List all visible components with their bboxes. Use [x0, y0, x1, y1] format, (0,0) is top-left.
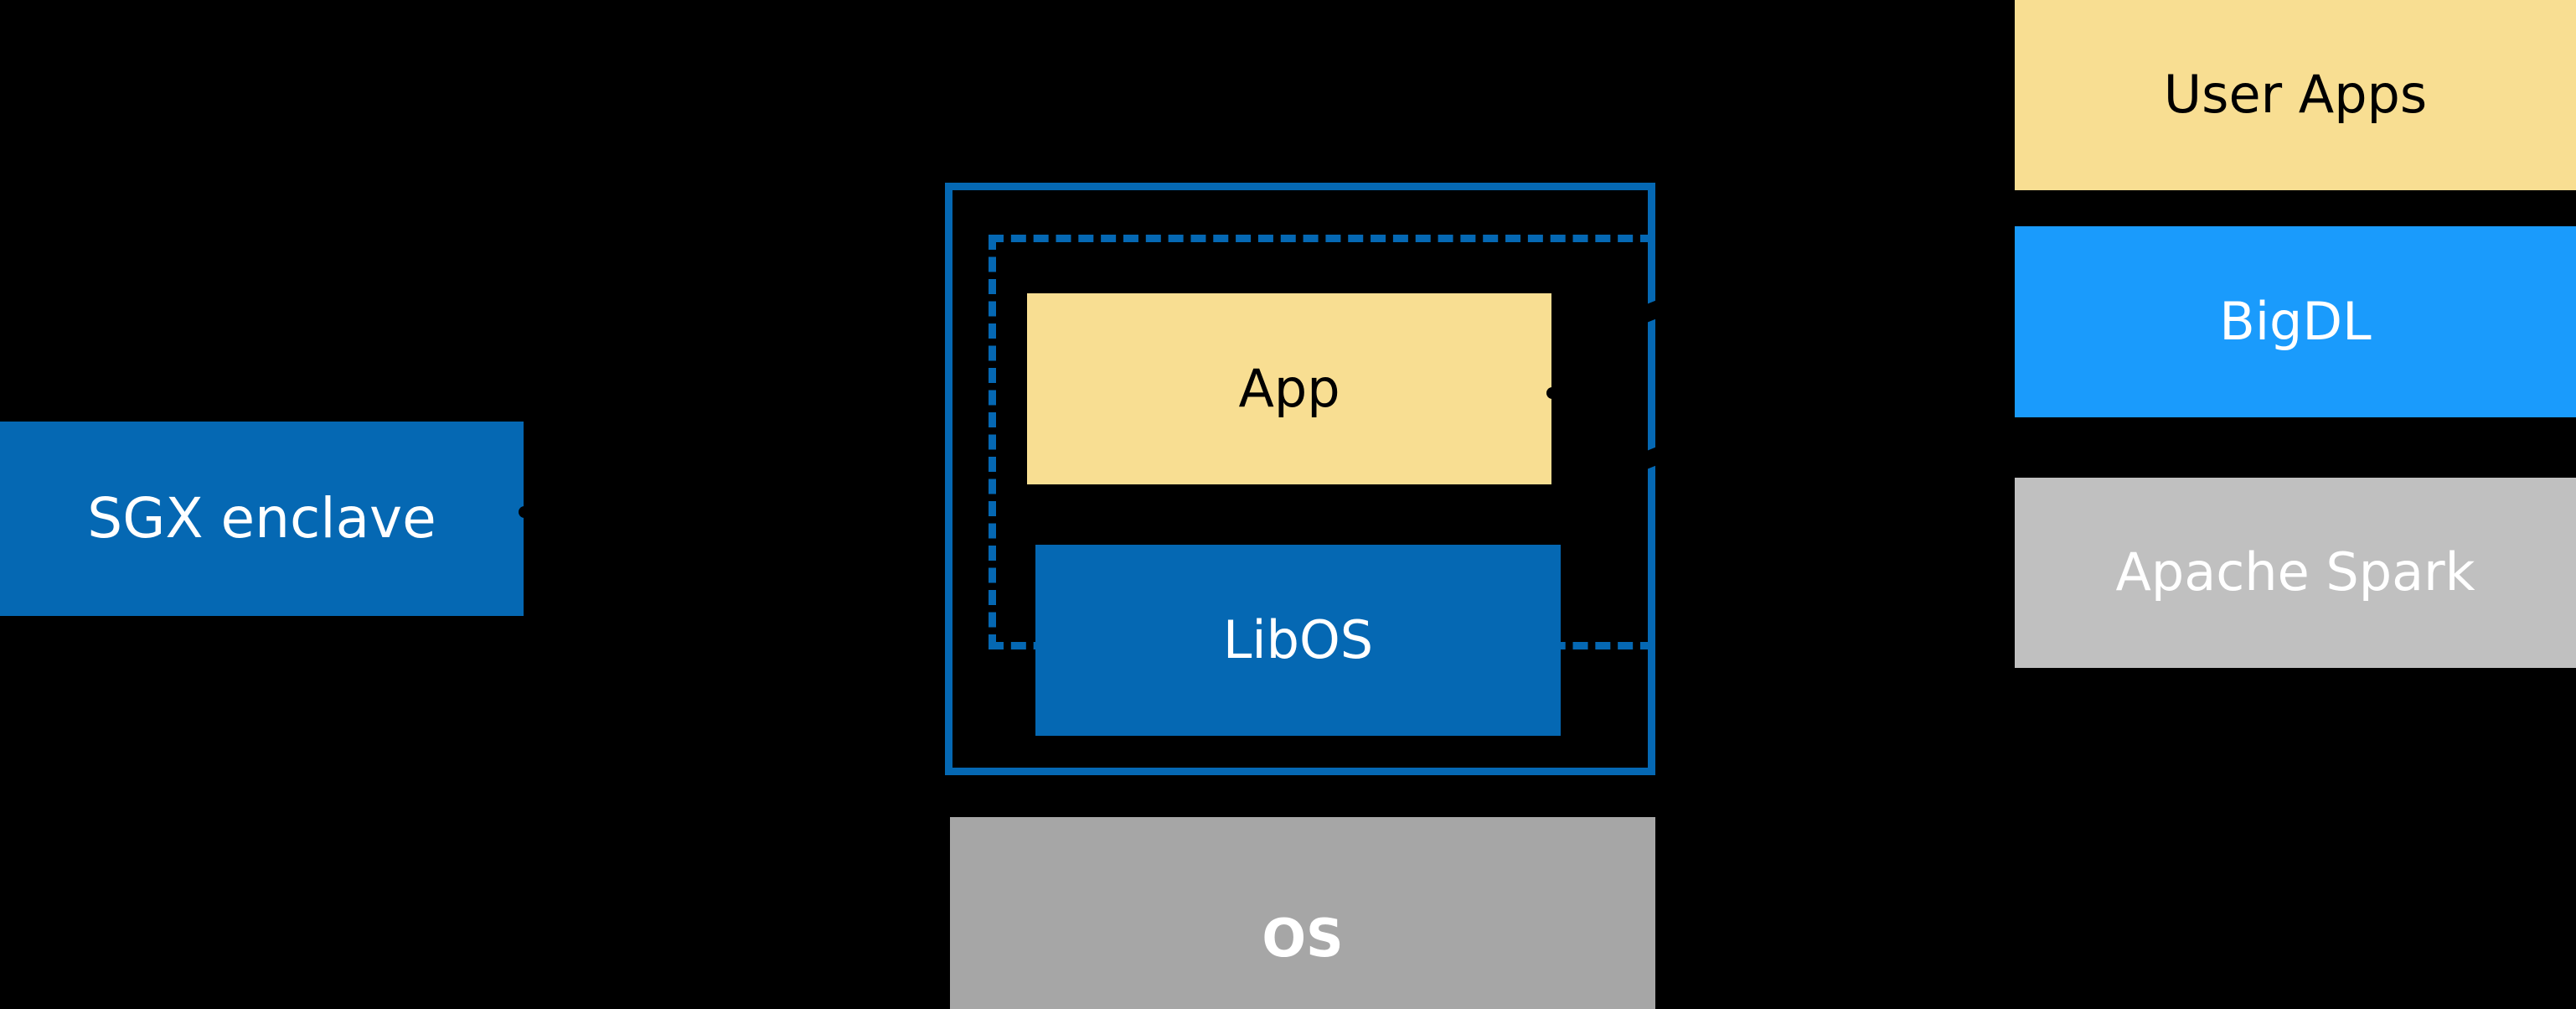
node-os-label: OS	[1262, 907, 1344, 969]
node-sgx-enclave: SGX enclave	[0, 422, 524, 616]
node-user-apps-label: User Apps	[2163, 64, 2428, 126]
node-sgx-enclave-label: SGX enclave	[87, 485, 436, 551]
node-apache-spark-label: Apache Spark	[2115, 541, 2475, 603]
node-bigdl: BigDL	[2015, 226, 2576, 417]
connector-stub-sgx-enclave	[519, 506, 530, 518]
node-user-apps: User Apps	[2015, 0, 2576, 190]
node-os: OS	[950, 817, 1655, 1009]
node-app-label: App	[1238, 357, 1340, 419]
node-libos-label: LibOS	[1222, 608, 1374, 670]
node-apache-spark: Apache Spark	[2015, 478, 2576, 668]
node-libos: LibOS	[1035, 545, 1561, 736]
node-app: App	[1027, 293, 1551, 484]
connector-stub-app	[1546, 387, 1558, 399]
node-bigdl-label: BigDL	[2219, 290, 2372, 352]
